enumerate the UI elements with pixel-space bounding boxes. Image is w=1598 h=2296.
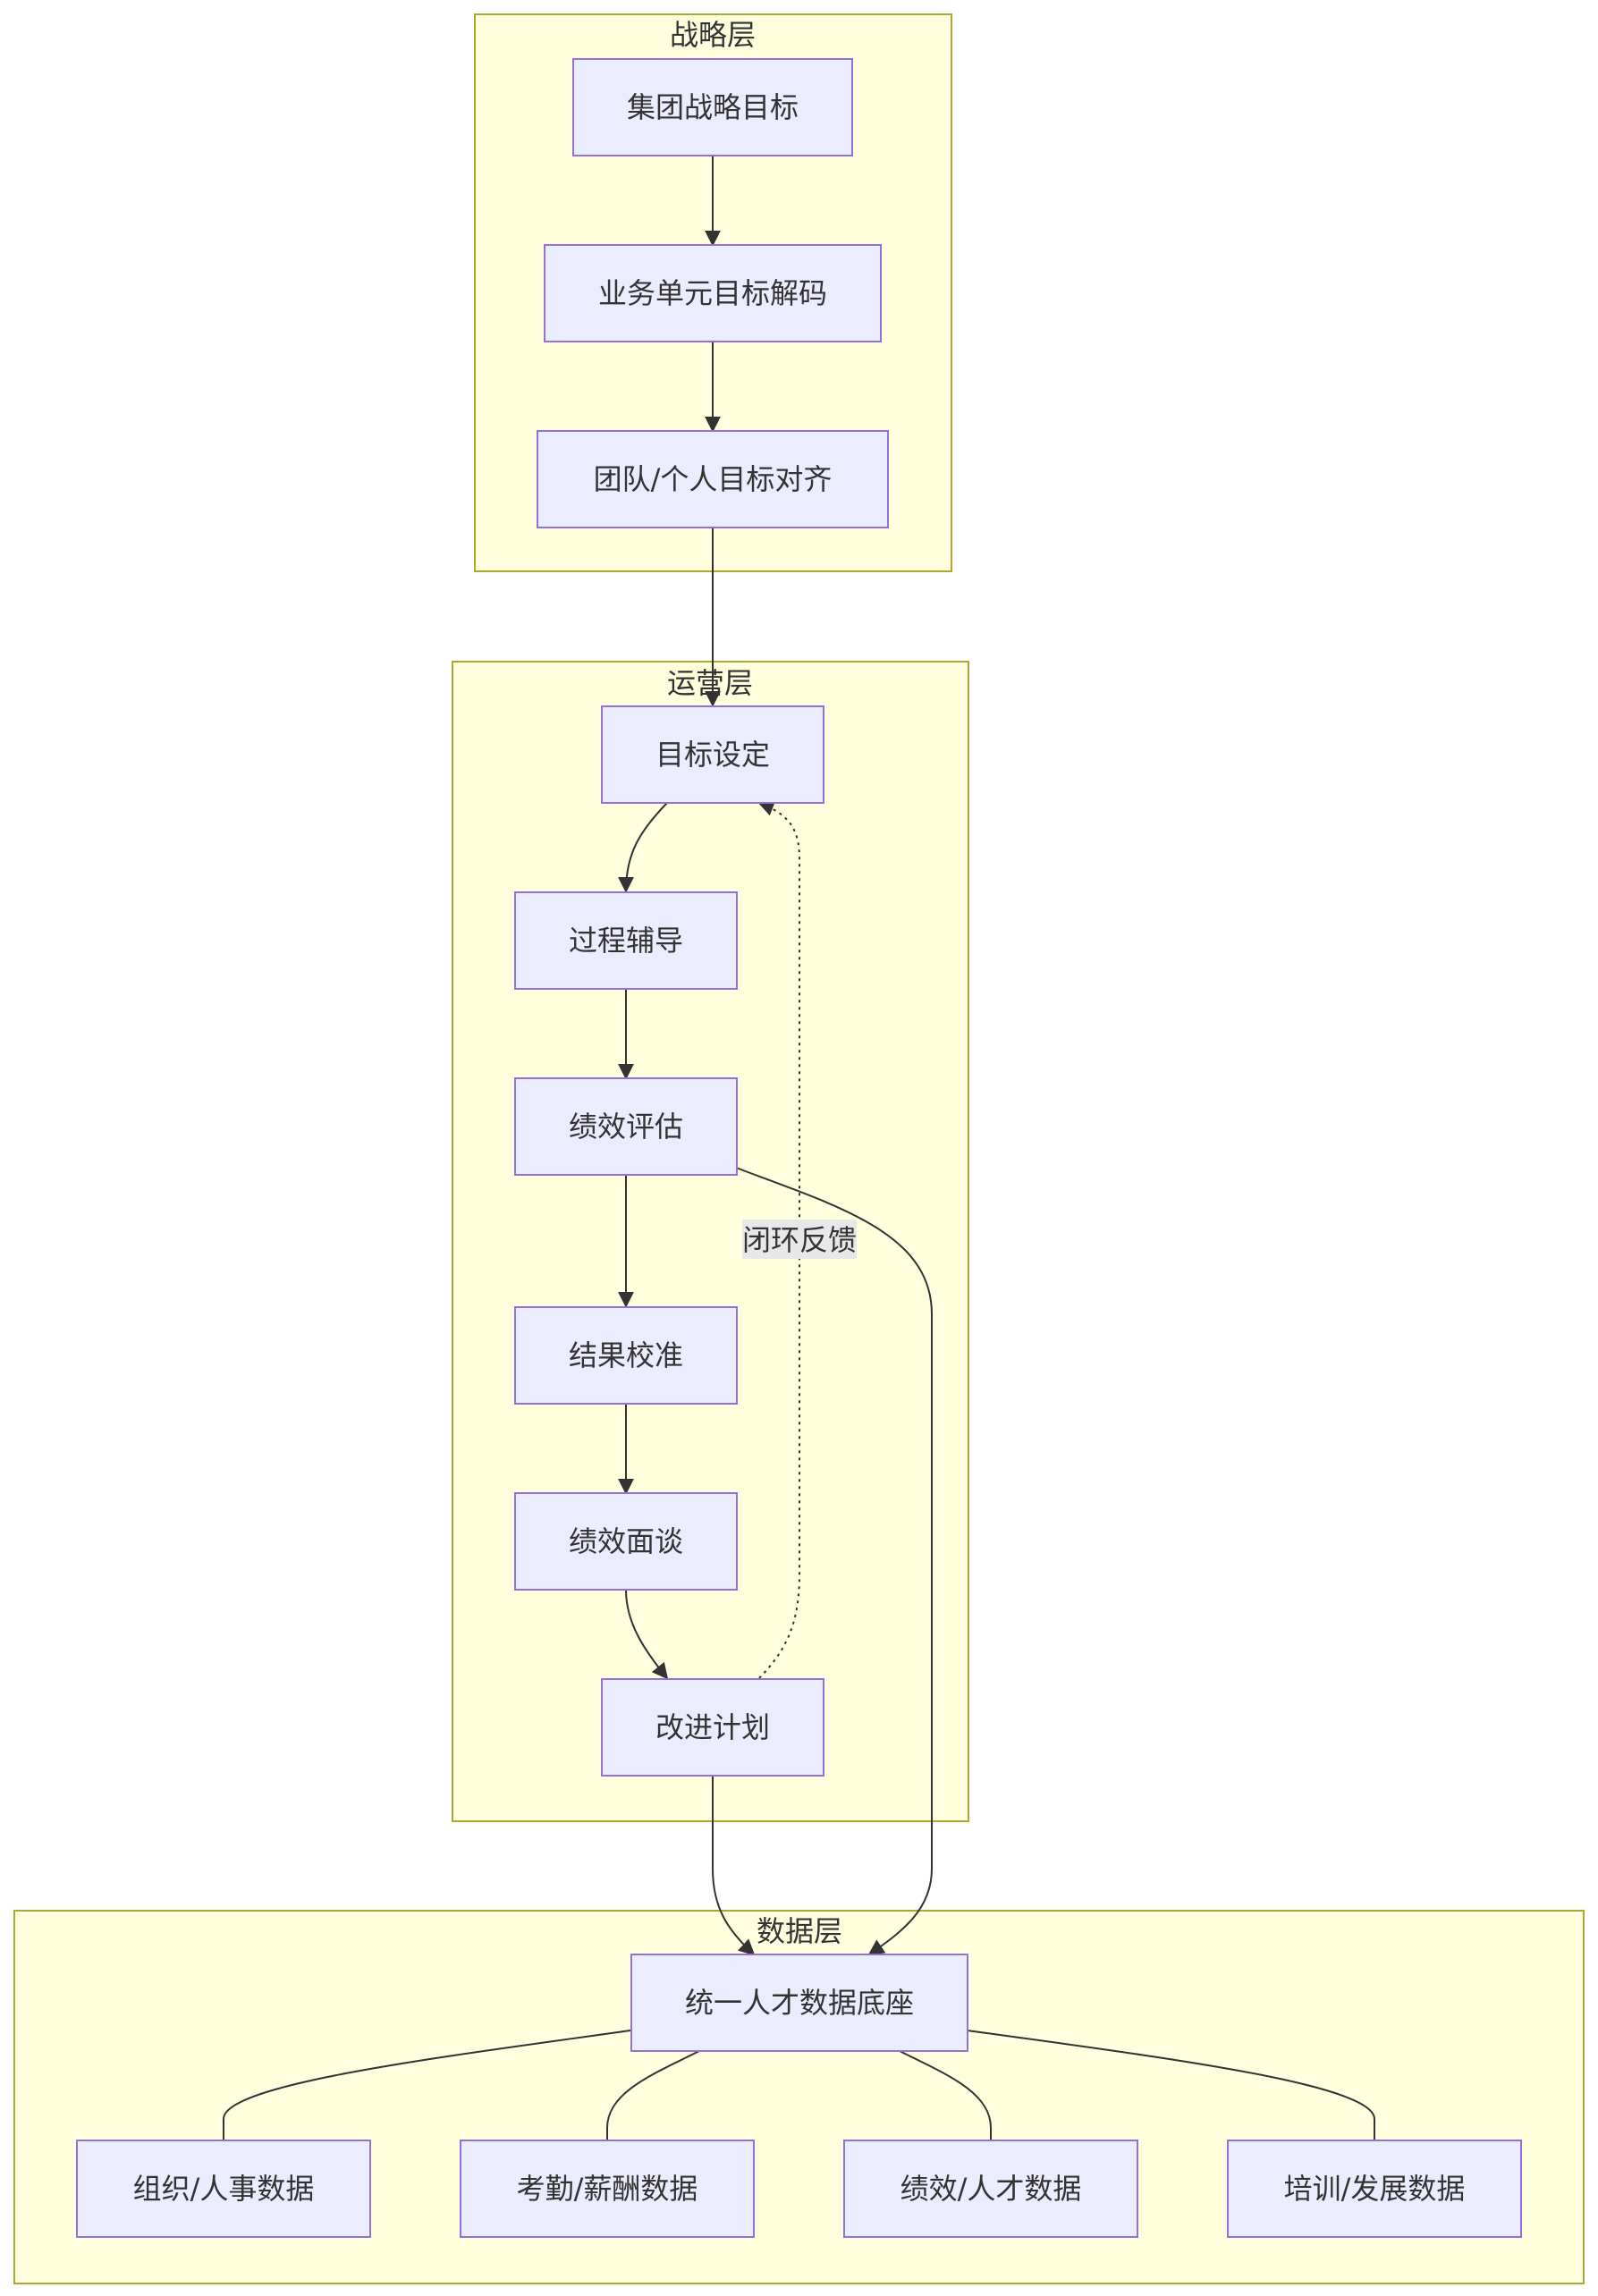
node-label-team-goal: 团队/个人目标对齐 [594, 462, 833, 496]
node-org-data: 组织/人事数据 [76, 2140, 371, 2238]
node-label-evaluation: 绩效评估 [569, 1110, 683, 1144]
node-perf-data: 绩效/人才数据 [843, 2140, 1138, 2238]
node-attendance-data: 考勤/薪酬数据 [460, 2140, 755, 2238]
node-calibration: 结果校准 [514, 1306, 738, 1405]
cluster-operations: 运营层 [452, 661, 969, 1822]
edge-interview-to-improvement [625, 1589, 669, 1680]
edge-label-feedback: 闭环反馈 [742, 1220, 857, 1259]
node-training-data: 培训/发展数据 [1227, 2140, 1522, 2238]
edge-goalsetting-to-coaching [618, 802, 668, 893]
edge-evaluation-to-talentbase [735, 1167, 933, 1956]
edge-feedback-loop [757, 800, 800, 1679]
node-label-attendance-data: 考勤/薪酬数据 [517, 2172, 698, 2206]
cluster-label-operations: 运营层 [667, 666, 753, 700]
node-coaching: 过程辅导 [514, 891, 738, 990]
cluster-label-strategy: 战略层 [670, 18, 756, 52]
edge-talentbase-to-attendance [606, 2050, 700, 2140]
edge-improvement-to-talentbase [712, 1776, 756, 1956]
node-label-improvement: 改进计划 [655, 1710, 770, 1744]
edges [223, 156, 1375, 2140]
node-label-goal-setting: 目标设定 [655, 738, 770, 772]
node-label-perf-data: 绩效/人才数据 [900, 2172, 1082, 2206]
node-label-bu-goal: 业务单元目标解码 [598, 276, 827, 310]
node-label-training-data: 培训/发展数据 [1284, 2172, 1466, 2206]
edge-talentbase-to-training [967, 2030, 1375, 2140]
node-group-goal: 集团战略目标 [572, 58, 853, 156]
node-label-interview: 绩效面谈 [569, 1524, 683, 1558]
node-label-talent-base: 统一人才数据底座 [685, 1986, 914, 2020]
node-goal-setting: 目标设定 [601, 705, 824, 804]
node-evaluation: 绩效评估 [514, 1077, 738, 1176]
node-label-calibration: 结果校准 [569, 1338, 683, 1372]
node-team-goal: 团队/个人目标对齐 [537, 430, 889, 528]
edge-talentbase-to-perf [899, 2050, 992, 2140]
node-label-group-goal: 集团战略目标 [627, 90, 799, 124]
node-interview: 绩效面谈 [514, 1492, 738, 1591]
node-bu-goal: 业务单元目标解码 [544, 244, 882, 342]
node-label-coaching: 过程辅导 [569, 924, 683, 958]
node-label-org-data: 组织/人事数据 [133, 2172, 315, 2206]
edge-label-feedback-text: 闭环反馈 [742, 1223, 857, 1257]
edge-talentbase-to-org [223, 2030, 631, 2140]
node-improvement: 改进计划 [601, 1678, 824, 1777]
cluster-label-data: 数据层 [757, 1914, 842, 1948]
node-talent-base: 统一人才数据底座 [630, 1954, 968, 2052]
